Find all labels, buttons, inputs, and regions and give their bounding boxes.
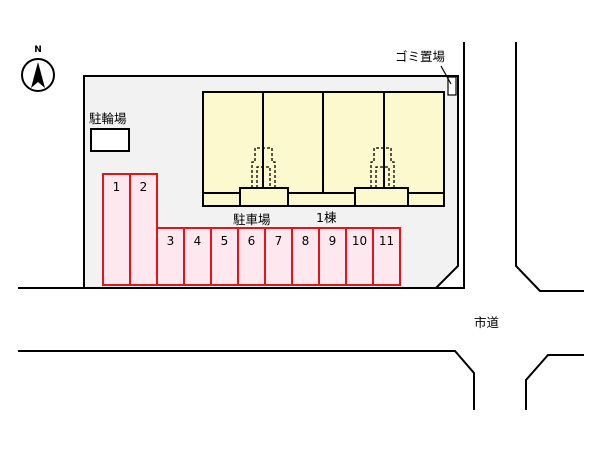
compass: N [21,45,55,92]
parking-space-10 [345,227,374,286]
stair-outlines [251,147,395,188]
bicycle-parking-box [90,128,130,152]
building-label: 1棟 [316,210,337,225]
parking-space-number: 10 [352,234,367,248]
road-lower-right-edge [525,354,584,410]
garbage-area-box [447,76,457,96]
parking-space-number: 4 [194,234,202,248]
parking-space-number: 3 [167,234,175,248]
parking-space-1 [102,173,131,286]
porch-right [407,192,445,207]
entrance-porches [202,187,445,207]
garbage-area-label: ゴミ置場 [395,49,445,64]
porch-center-right [287,192,356,207]
parking-space-3 [156,227,185,286]
porch-center [354,187,409,207]
building-1 [202,91,445,207]
road-upper-right-edge [515,42,584,292]
parking-space-6 [237,227,266,286]
parking-space-number: 7 [275,234,283,248]
parking-space-number: 8 [302,234,310,248]
parking-space-5 [210,227,239,286]
parking-space-number: 1 [113,180,121,194]
parking-spaces: 1 2 3 4 5 6 7 8 9 10 11 [102,173,401,286]
parking-space-number: 11 [379,234,394,248]
compass-arrow-icon [31,62,45,88]
compass-label: N [34,45,42,55]
unit-dividers [262,92,385,193]
road-lower-left-edge [18,350,475,410]
bicycle-parking-label: 駐輪場 [89,111,127,126]
parking-space-number: 2 [140,180,148,194]
car-parking-label: 駐車場 [233,212,271,227]
road-label: 市道 [474,315,500,330]
parking-space-number: 9 [329,234,337,248]
parking-space-4 [183,227,212,286]
parking-space-11 [372,227,401,286]
parking-space-7 [264,227,293,286]
garbage-area-leader [440,65,452,85]
parking-space-number: 6 [248,234,256,248]
porch-center-left [239,187,289,207]
parking-space-number: 5 [221,234,229,248]
porch-left [202,192,241,207]
parking-space-9 [318,227,347,286]
